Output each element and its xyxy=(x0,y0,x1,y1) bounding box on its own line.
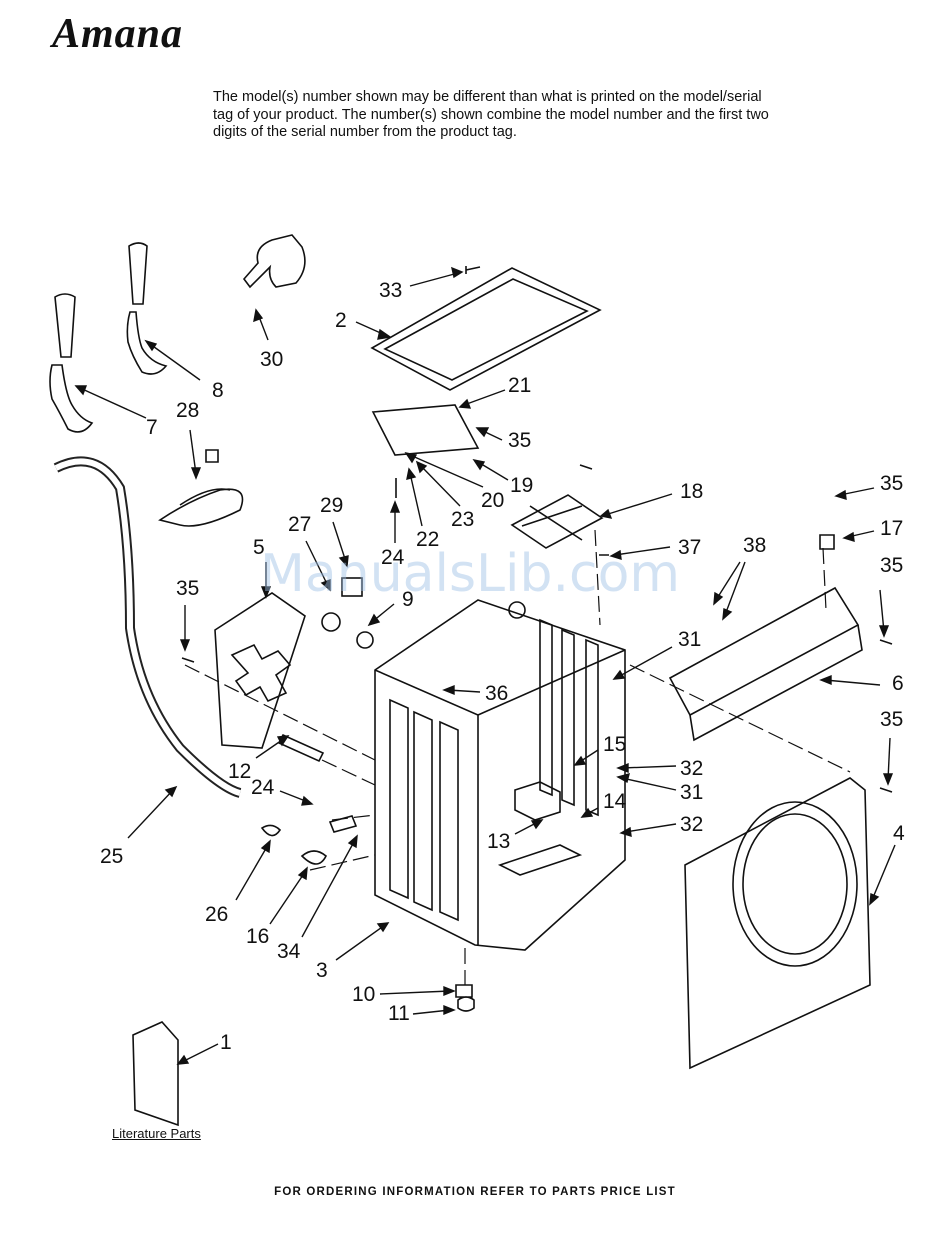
callout-28: 28 xyxy=(176,399,199,422)
callout-30: 30 xyxy=(260,348,283,371)
callout-19: 19 xyxy=(510,474,533,497)
callout-9: 9 xyxy=(402,588,414,611)
callout-5: 5 xyxy=(253,536,265,559)
callout-20: 20 xyxy=(481,489,504,512)
callout-23: 23 xyxy=(451,508,474,531)
callout-36: 36 xyxy=(485,682,508,705)
callout-38: 38 xyxy=(743,534,766,557)
callout-18: 18 xyxy=(680,480,703,503)
drain-hose-part xyxy=(53,456,242,798)
brand-logo: Amana xyxy=(52,11,184,57)
top-panel-part xyxy=(370,267,602,391)
model-number-disclaimer: The model(s) number shown may be differe… xyxy=(213,89,769,140)
front-panel-part xyxy=(684,777,871,1070)
callout-34: 34 xyxy=(277,940,301,963)
console-part xyxy=(668,586,860,717)
callout-26: 26 xyxy=(205,903,228,926)
callout-35-d: 35 xyxy=(880,554,903,577)
rear-bracket-part xyxy=(371,404,480,456)
callout-31-b: 31 xyxy=(680,781,703,804)
callout-1: 1 xyxy=(220,1031,232,1054)
callout-11: 11 xyxy=(388,1002,410,1025)
callout-4: 4 xyxy=(893,822,905,845)
callout-17: 17 xyxy=(880,517,903,540)
inlet-hose-7 xyxy=(54,293,76,358)
callout-29: 29 xyxy=(320,494,343,517)
callout-35-a: 35 xyxy=(508,429,531,452)
capacitor-part xyxy=(321,612,341,632)
callout-27: 27 xyxy=(288,513,311,536)
callout-35-b: 35 xyxy=(176,577,199,600)
control-bracket-part xyxy=(510,494,604,549)
callout-16: 16 xyxy=(246,925,269,948)
callout-24-a: 24 xyxy=(381,546,405,569)
callout-22: 22 xyxy=(416,528,439,551)
callout-13: 13 xyxy=(487,830,510,853)
literature-parts-caption: Literature Parts xyxy=(112,1126,201,1141)
callout-8: 8 xyxy=(212,379,224,402)
callout-3: 3 xyxy=(316,959,328,982)
watermark: ManualsLib.com xyxy=(260,544,681,604)
leveling-foot-part xyxy=(455,984,475,1012)
callout-33: 33 xyxy=(379,279,402,302)
filter-bracket-part xyxy=(214,592,306,749)
callout-6: 6 xyxy=(892,672,904,695)
callout-32-a: 32 xyxy=(680,757,703,780)
inlet-hose-8 xyxy=(128,242,148,305)
callout-31-a: 31 xyxy=(678,628,701,651)
callout-32-b: 32 xyxy=(680,813,703,836)
bracket-part xyxy=(242,234,306,289)
callout-14: 14 xyxy=(603,790,627,813)
water-valve-part xyxy=(497,781,583,876)
ordering-info-footer: FOR ORDERING INFORMATION REFER TO PARTS … xyxy=(274,1186,676,1198)
callout-21: 21 xyxy=(508,374,531,397)
callout-24-b: 24 xyxy=(251,776,275,799)
callout-15: 15 xyxy=(603,733,626,756)
callout-35-c: 35 xyxy=(880,472,903,495)
callout-7: 7 xyxy=(146,416,158,439)
callout-2: 2 xyxy=(335,309,347,332)
literature-booklet-part xyxy=(132,1021,179,1127)
callout-25: 25 xyxy=(100,845,123,868)
callout-12: 12 xyxy=(228,760,251,783)
cabinet-part xyxy=(374,599,626,951)
callout-37: 37 xyxy=(678,536,701,559)
callout-35-e: 35 xyxy=(880,708,903,731)
callout-10: 10 xyxy=(352,983,375,1006)
wire-harness-part xyxy=(158,449,244,527)
